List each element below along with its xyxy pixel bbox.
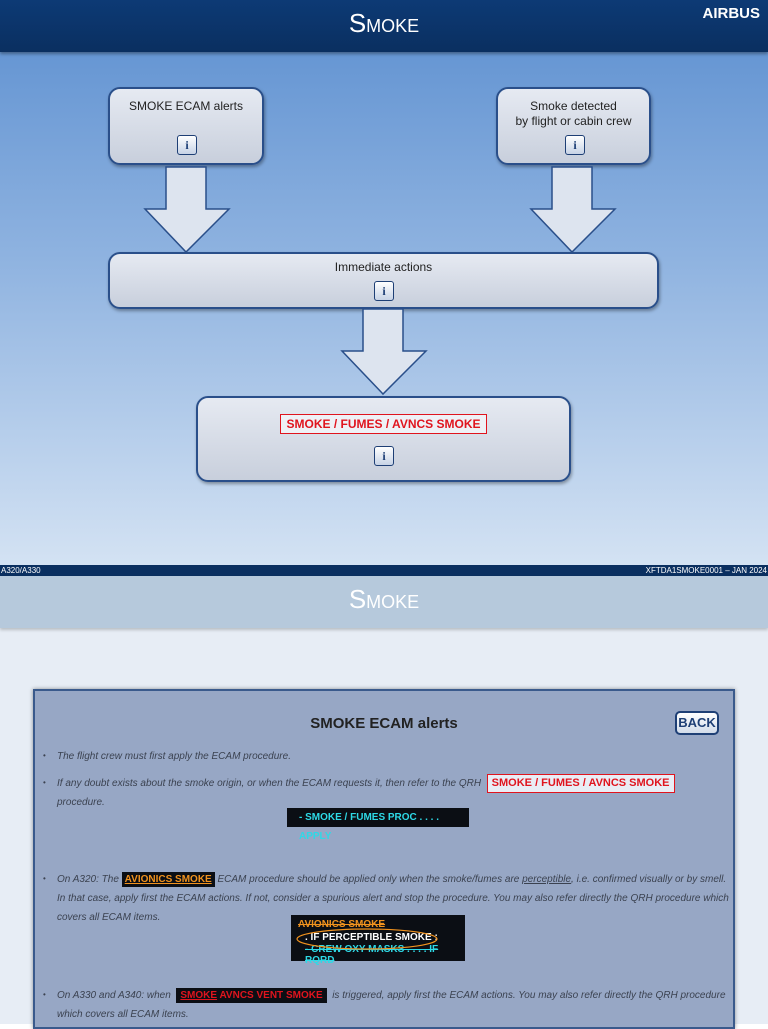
down-arrow-icon: [143, 166, 231, 254]
paragraph-4: On A330 and A340: when SMOKE AVNCS VENT …: [57, 986, 729, 1024]
paragraph-4-rest: is triggered, apply first the ECAM actio…: [57, 990, 726, 1020]
paragraph-2-end: procedure.: [57, 797, 105, 808]
airbus-logo: AIRBUS: [702, 5, 760, 22]
smoke-ecam-alerts-panel: SMOKE ECAM alerts BACK • The flight crew…: [33, 689, 735, 1029]
highlight-ellipse-icon: [296, 928, 438, 950]
overview-slide: Smoke AIRBUS SMOKE ECAM alerts i Smoke d…: [0, 0, 768, 576]
ecam-display-avionics-smoke: AVIONICS SMOKE . IF PERCEPTIBLE SMOKE : …: [291, 915, 465, 966]
ecam-display-smoke-fumes: - SMOKE / FUMES PROC . . . . APPLY: [287, 808, 469, 842]
header-bar: Smoke AIRBUS: [0, 0, 768, 52]
bullet: •: [43, 874, 46, 883]
bullet: •: [43, 778, 46, 787]
detail-slide: Smoke SMOKE ECAM alerts BACK • The fligh…: [0, 576, 768, 1029]
smoke-procedure-box[interactable]: SMOKE / FUMES / AVNCS SMOKE i: [196, 396, 571, 482]
paragraph-2-text: If any doubt exists about the smoke orig…: [57, 778, 482, 789]
info-icon[interactable]: i: [565, 135, 585, 155]
header-bar: Smoke: [0, 576, 768, 628]
smoke-detected-box[interactable]: Smoke detected by flight or cabin crew i: [496, 87, 651, 165]
paragraph-4-prefix: On A330 and A340: when: [57, 990, 171, 1001]
immediate-actions-label: Immediate actions: [334, 260, 433, 274]
paragraph-3-prefix: On A320: The: [57, 874, 119, 885]
footer-aircraft: A320/A330: [1, 566, 41, 575]
avionics-smoke-label: AVIONICS SMOKE: [121, 872, 215, 887]
ecam-line-avionics-smoke: AVIONICS SMOKE: [298, 919, 386, 930]
smoke-detected-label-2: by flight or cabin crew: [515, 114, 632, 128]
smoke-ecam-alerts-label: SMOKE ECAM alerts: [128, 99, 244, 113]
avncs-vent-smoke-word: AVNCS VENT SMOKE: [219, 990, 323, 1001]
smoke-detected-label-1: Smoke detected: [530, 99, 617, 113]
paragraph-3-rest: , i.e. confirmed visually or by smell. I…: [57, 874, 729, 923]
down-arrow-icon: [529, 166, 617, 254]
footer-reference: XFTDA1SMOKE0001 – JAN 2024: [645, 566, 767, 575]
smoke-word: SMOKE: [180, 990, 218, 1001]
smoke-ecam-alerts-box[interactable]: SMOKE ECAM alerts i: [108, 87, 264, 165]
paragraph-2: If any doubt exists about the smoke orig…: [57, 774, 729, 812]
immediate-actions-box[interactable]: Immediate actions i: [108, 252, 659, 309]
bullet: •: [43, 751, 46, 760]
ecam-line-if-perceptible: . IF PERCEPTIBLE SMOKE :: [305, 932, 438, 943]
info-icon[interactable]: i: [374, 446, 394, 466]
page-title: Smoke: [348, 8, 420, 38]
smoke-fumes-procedure-label[interactable]: SMOKE / FUMES / AVNCS SMOKE: [280, 414, 487, 434]
paragraph-1: The flight crew must first apply the ECA…: [57, 751, 291, 762]
info-icon[interactable]: i: [374, 281, 394, 301]
footer-bar: A320/A330 XFTDA1SMOKE0001 – JAN 2024: [0, 565, 768, 576]
perceptible-text: perceptible: [522, 874, 572, 885]
back-button[interactable]: BACK: [675, 711, 719, 735]
paragraph-3-mid: ECAM procedure should be applied only wh…: [217, 874, 520, 885]
smoke-fumes-procedure-link[interactable]: SMOKE / FUMES / AVNCS SMOKE: [486, 774, 675, 793]
panel-title: SMOKE ECAM alerts: [310, 715, 458, 732]
down-arrow-icon: [340, 308, 428, 396]
info-icon[interactable]: i: [177, 135, 197, 155]
paragraph-3: On A320: The AVIONICS SMOKE ECAM procedu…: [57, 870, 729, 927]
bullet: •: [43, 990, 46, 999]
page-title: Smoke: [348, 584, 420, 614]
smoke-avncs-vent-label: SMOKE AVNCS VENT SMOKE: [176, 988, 327, 1003]
